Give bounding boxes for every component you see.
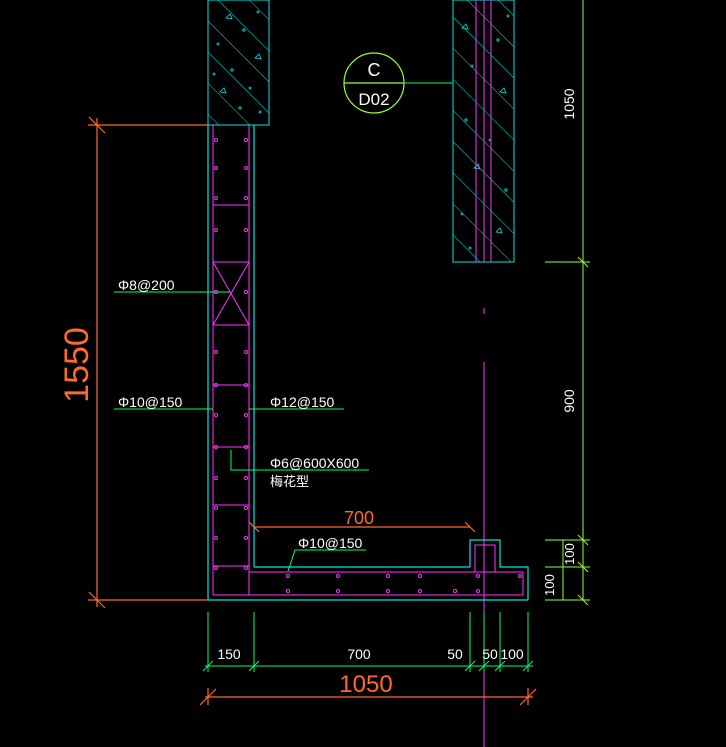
section-marker-letter: C [368, 60, 381, 80]
dim-right-100-upper: 100 [562, 543, 577, 565]
wall-rebar [212, 125, 250, 596]
label-left-outer-rebar: Φ10@150 [118, 394, 183, 410]
section-marker: C D02 [343, 52, 453, 114]
dim-height-1550 [88, 116, 208, 609]
rebar-dots [213, 137, 523, 594]
dim-top-700-label: 700 [344, 508, 374, 528]
dim-bottom-50-left: 50 [447, 646, 463, 662]
dim-bottom-50-right: 50 [482, 646, 498, 662]
label-tie-pattern: 梅花型 [270, 474, 309, 489]
section-marker-sheet: D02 [358, 90, 389, 109]
slab-rebar [213, 544, 524, 596]
dim-right-100-lower: 100 [542, 574, 557, 596]
dim-top-700 [248, 521, 476, 533]
rebar-leaders [114, 291, 369, 572]
upper-left-concrete-wall [207, 0, 270, 126]
dim-bottom-700: 700 [347, 646, 371, 662]
dim-height-1550-label: 1550 [58, 327, 96, 403]
dim-right-chain [545, 0, 590, 606]
dim-bottom-total [199, 688, 537, 706]
dim-bottom-chain [202, 612, 534, 672]
right-wall-rebar [475, 0, 492, 262]
label-bottom-slab-rebar: Φ10@150 [298, 535, 363, 551]
dim-right-900: 900 [561, 389, 577, 413]
label-left-inner-rebar: Φ12@150 [270, 394, 335, 410]
label-tie-rebar: Φ6@600X600 [270, 455, 359, 471]
tank-wall-outline [207, 125, 529, 601]
label-top-wall-rebar: Φ8@200 [118, 277, 175, 293]
dim-bottom-150: 150 [217, 646, 241, 662]
dim-bottom-100: 100 [500, 646, 524, 662]
dim-bottom-total-label: 1050 [339, 671, 392, 698]
dim-right-1050: 1050 [561, 88, 577, 119]
